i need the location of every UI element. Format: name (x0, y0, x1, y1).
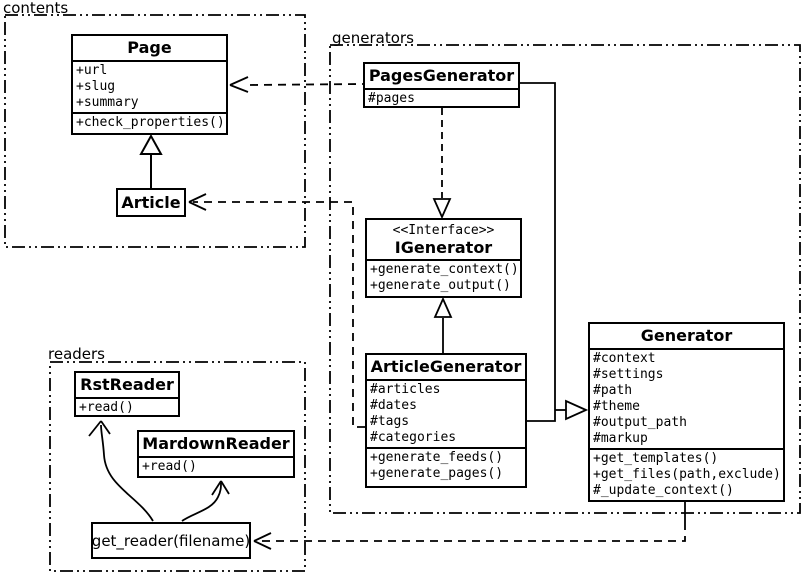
method: +generate_context() (370, 262, 519, 277)
dependency-arrowhead-page (229, 76, 249, 93)
class-pagesgenerator-title: PagesGenerator (368, 66, 515, 85)
class-page-title: Page (127, 38, 172, 57)
dependency-arrowhead-getreader (253, 532, 272, 550)
class-igenerator-title: IGenerator (394, 238, 493, 257)
realization-triangle-igenerator-top (432, 198, 452, 220)
class-articlegenerator-methods: +generate_feeds() +generate_pages() (367, 447, 525, 483)
attribute: +slug (76, 79, 116, 94)
class-articlegenerator-title: ArticleGenerator (370, 357, 522, 376)
attribute: #settings (593, 367, 664, 382)
class-mardownreader-methods: +read() (139, 456, 293, 476)
get-reader-label: get_reader(filename) (91, 531, 251, 550)
method: +generate_feeds() (370, 450, 504, 465)
class-mardownreader-title: MardownReader (142, 434, 290, 453)
method: +check_properties() (76, 115, 225, 130)
attribute: #articles (370, 382, 441, 397)
get-reader-box: get_reader(filename) (91, 522, 251, 559)
class-rstreader-methods: +read() (76, 397, 178, 415)
method: +generate_pages() (370, 466, 504, 481)
attribute: #theme (593, 399, 640, 414)
class-article: Article (116, 188, 186, 217)
package-generators-border (329, 44, 801, 514)
attribute: #dates (370, 398, 417, 413)
class-page-methods: +check_properties() (73, 112, 226, 132)
class-generator: Generator #context #settings #path #them… (588, 322, 785, 502)
generalization-triangle-article-page (139, 133, 163, 155)
package-contents-label: contents (3, 0, 69, 17)
attribute: +url (76, 63, 108, 78)
class-pagesgenerator-attributes: #pages (365, 88, 518, 106)
class-igenerator-stereotype: <<Interface>> (392, 223, 495, 238)
method: +generate_output() (370, 278, 511, 293)
method: +get_templates() (593, 451, 719, 466)
package-readers-label: readers (48, 345, 105, 363)
class-article-title: Article (121, 192, 181, 212)
generalization-triangle-igenerator-bottom (433, 296, 453, 318)
attribute: #tags (370, 414, 410, 429)
package-contents-border (4, 14, 306, 248)
attribute: +summary (76, 95, 139, 110)
attribute: #output_path (593, 415, 687, 430)
method: +read() (79, 400, 134, 415)
method: +read() (142, 459, 197, 474)
attribute: #markup (593, 431, 648, 446)
arrowhead-mardownreader (211, 480, 230, 496)
arrow-curve-getreader-rstreader (100, 424, 154, 522)
class-igenerator: <<Interface>> IGenerator +generate_conte… (365, 218, 522, 298)
dependency-line-pagesgenerator-page (249, 83, 364, 86)
class-rstreader: RstReader +read() (74, 371, 180, 417)
class-igenerator-methods: +generate_context() +generate_output() (367, 259, 520, 295)
generalization-triangle-generator-left (565, 399, 589, 421)
package-readers-border (49, 361, 306, 572)
class-articlegenerator-attributes: #articles #dates #tags #categories (367, 379, 525, 447)
attribute: #path (593, 383, 633, 398)
class-pagesgenerator: PagesGenerator #pages (363, 62, 520, 108)
class-mardownreader: MardownReader +read() (137, 430, 295, 478)
method: #_update_context() (593, 483, 734, 498)
class-rstreader-title: RstReader (80, 375, 174, 394)
arrow-curve-getreader-mardownreader (181, 482, 222, 522)
class-generator-attributes: #context #settings #path #theme #output_… (590, 348, 783, 448)
package-generators-label: generators (332, 29, 414, 47)
generalization-line-generators-merge (520, 82, 556, 422)
class-page: Page +url +slug +summary +check_properti… (71, 34, 228, 135)
dependency-arrowhead-article (188, 193, 207, 211)
class-articlegenerator: ArticleGenerator #articles #dates #tags … (365, 353, 527, 488)
arrowhead-rstreader (88, 420, 111, 437)
class-page-attributes: +url +slug +summary (73, 60, 226, 112)
class-generator-title: Generator (640, 326, 733, 345)
attribute: #pages (368, 91, 415, 106)
attribute: #categories (370, 430, 457, 445)
dependency-line-articlegenerator-article (193, 201, 365, 428)
method: +get_files(path,exclude) (593, 467, 781, 482)
dependency-line-generator-getreader (258, 522, 686, 542)
class-generator-methods: +get_templates() +get_files(path,exclude… (590, 448, 783, 500)
attribute: #context (593, 351, 656, 366)
